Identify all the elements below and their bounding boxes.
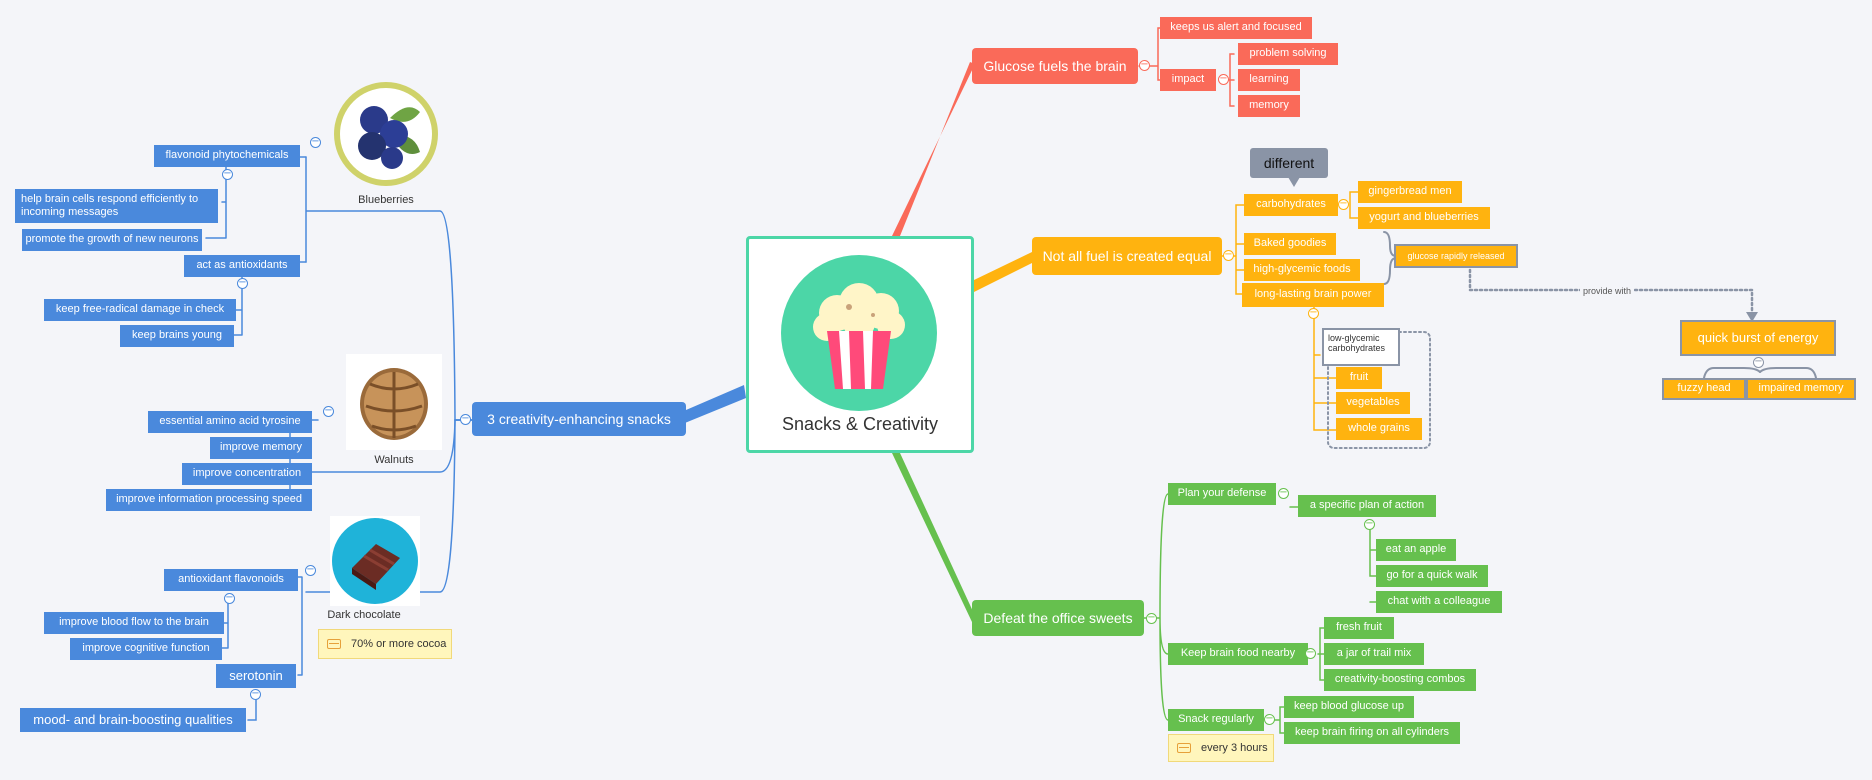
chocolate-icon <box>332 518 418 604</box>
walnut-icon <box>360 368 428 440</box>
collapse-glucose-button[interactable]: − <box>1139 59 1150 71</box>
central-topic-title: Snacks & Creativity <box>781 414 939 434</box>
topic-blood-glucose[interactable]: keep blood glucose up <box>1284 696 1414 718</box>
topic-fruit[interactable]: fruit <box>1336 367 1382 389</box>
topic-antioxidant-flavonoids[interactable]: antioxidant flavonoids <box>164 569 298 591</box>
collapse-walnuts-button[interactable]: − <box>323 405 334 417</box>
topic-flavonoid-phytochemicals[interactable]: flavonoid phytochemicals <box>154 145 300 167</box>
collapse-longlasting-button[interactable]: − <box>1308 307 1319 319</box>
blueberries-caption: Blueberries <box>358 194 414 206</box>
topic-keep-brains-young[interactable]: keep brains young <box>120 325 234 347</box>
relationship-label[interactable]: provide with <box>1580 286 1635 296</box>
topic-processing-speed[interactable]: improve information processing speed <box>106 489 312 511</box>
topic-help-brain-cells[interactable]: help brain cells respond efficiently to … <box>15 189 218 223</box>
topic-whole-grains[interactable]: whole grains <box>1336 418 1422 440</box>
collapse-serotonin-button[interactable]: − <box>250 688 261 700</box>
topic-keep-brain-food[interactable]: Keep brain food nearby <box>1168 643 1308 665</box>
blueberries-image <box>330 78 442 190</box>
topic-not-all-fuel[interactable]: Not all fuel is created equal <box>1032 237 1222 275</box>
topic-vegetables[interactable]: vegetables <box>1336 392 1410 414</box>
summary-glucose-rapid[interactable]: glucose rapidly released <box>1394 244 1518 268</box>
topic-serotonin[interactable]: serotonin <box>216 664 296 688</box>
topic-fresh-fruit[interactable]: fresh fruit <box>1324 617 1394 639</box>
topic-amino-acid-tyrosine[interactable]: essential amino acid tyrosine <box>148 411 312 433</box>
collapse-defeat-button[interactable]: − <box>1146 612 1157 624</box>
collapse-flavonoids-button[interactable]: − <box>224 592 235 604</box>
topic-high-glycemic[interactable]: high-glycemic foods <box>1244 259 1360 281</box>
topic-free-radical[interactable]: keep free-radical damage in check <box>44 299 236 321</box>
topic-promote-neurons[interactable]: promote the growth of new neurons <box>22 229 202 251</box>
topic-alert-focused[interactable]: keeps us alert and focused <box>1160 17 1312 39</box>
collapse-chocolate-button[interactable]: − <box>305 564 316 576</box>
chocolate-image <box>330 516 420 606</box>
topic-problem-solving[interactable]: problem solving <box>1238 43 1338 65</box>
topic-blood-flow[interactable]: improve blood flow to the brain <box>44 612 224 634</box>
collapse-specific-button[interactable]: − <box>1364 518 1375 530</box>
cocoa-note[interactable]: 70% or more cocoa <box>318 629 452 659</box>
collapse-fuel-button[interactable]: − <box>1223 249 1234 261</box>
topic-act-as-antioxidants[interactable]: act as antioxidants <box>184 255 300 277</box>
topic-defeat-office-sweets[interactable]: Defeat the office sweets <box>972 600 1144 636</box>
collapse-plan-button[interactable]: − <box>1278 487 1289 499</box>
boundary-low-glycemic-label: low-glycemic carbohydrates <box>1328 333 1386 353</box>
topic-glucose-fuels-brain[interactable]: Glucose fuels the brain <box>972 48 1138 84</box>
collapse-flavonoid-button[interactable]: − <box>222 168 233 180</box>
topic-chat-colleague[interactable]: chat with a colleague <box>1376 591 1502 613</box>
collapse-carbohydrates-button[interactable]: − <box>1338 198 1349 210</box>
every-3-hours-note[interactable]: every 3 hours <box>1168 734 1274 762</box>
collapse-impact-button[interactable]: − <box>1218 73 1229 85</box>
topic-creativity-combos[interactable]: creativity-boosting combos <box>1324 669 1476 691</box>
topic-cognitive-function[interactable]: improve cognitive function <box>70 638 222 660</box>
popcorn-icon <box>781 255 937 411</box>
topic-learning[interactable]: learning <box>1238 69 1300 91</box>
note-icon <box>1177 743 1191 753</box>
chocolate-caption: Dark chocolate <box>327 609 401 621</box>
topic-carbohydrates[interactable]: carbohydrates <box>1244 194 1338 216</box>
collapse-burst-button[interactable]: − <box>1753 356 1764 368</box>
collapse-regularly-button[interactable]: − <box>1264 713 1275 725</box>
topic-improve-memory[interactable]: improve memory <box>210 437 312 459</box>
note-icon <box>327 639 341 649</box>
topic-impaired-memory[interactable]: impaired memory <box>1746 378 1856 400</box>
topic-quick-walk[interactable]: go for a quick walk <box>1376 565 1488 587</box>
topic-memory[interactable]: memory <box>1238 95 1300 117</box>
topic-baked-goodies[interactable]: Baked goodies <box>1244 233 1336 255</box>
topic-quick-burst[interactable]: quick burst of energy <box>1680 320 1836 356</box>
collapse-blueberries-button[interactable]: − <box>310 136 321 148</box>
every-3-hours-text: every 3 hours <box>1201 742 1268 754</box>
central-topic[interactable]: Snacks & Creativity <box>746 236 974 453</box>
topic-fuzzy-head[interactable]: fuzzy head <box>1662 378 1746 400</box>
blueberries-icon <box>334 82 438 186</box>
topic-mood-boosting[interactable]: mood- and brain-boosting qualities <box>20 708 246 732</box>
topic-brain-firing[interactable]: keep brain firing on all cylinders <box>1284 722 1460 744</box>
topic-creativity-snacks[interactable]: 3 creativity-enhancing snacks <box>472 402 686 436</box>
cocoa-note-text: 70% or more cocoa <box>351 638 447 650</box>
boundary-low-glycemic[interactable]: low-glycemic carbohydrates <box>1322 328 1400 366</box>
walnuts-caption: Walnuts <box>374 454 414 466</box>
topic-plan-defense[interactable]: Plan your defense <box>1168 483 1276 505</box>
topic-improve-concentration[interactable]: improve concentration <box>182 463 312 485</box>
topic-yogurt-blueberries[interactable]: yogurt and blueberries <box>1358 207 1490 229</box>
topic-eat-apple[interactable]: eat an apple <box>1376 539 1456 561</box>
topic-gingerbread-men[interactable]: gingerbread men <box>1358 181 1462 203</box>
topic-impact[interactable]: impact <box>1160 69 1216 91</box>
collapse-snacks-button[interactable]: − <box>460 413 471 425</box>
topic-snack-regularly[interactable]: Snack regularly <box>1168 709 1264 731</box>
collapse-antioxidants-button[interactable]: − <box>237 277 248 289</box>
collapse-keepfood-button[interactable]: − <box>1305 647 1316 659</box>
topic-specific-plan[interactable]: a specific plan of action <box>1298 495 1436 517</box>
topic-long-lasting-power[interactable]: long-lasting brain power <box>1242 283 1384 307</box>
topic-trail-mix[interactable]: a jar of trail mix <box>1324 643 1424 665</box>
walnuts-image <box>346 354 442 450</box>
callout-different[interactable]: different <box>1250 148 1328 187</box>
